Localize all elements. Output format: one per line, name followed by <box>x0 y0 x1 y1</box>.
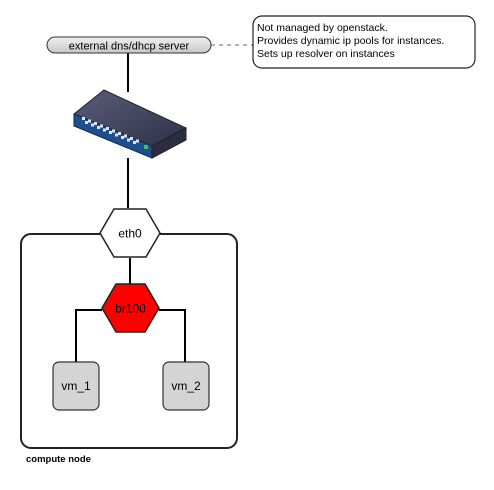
external-dns-dhcp-server-node: external dns/dhcp server <box>46 36 212 54</box>
vm-1-label: vm_1 <box>61 379 91 393</box>
bridge-to-vm1-link <box>75 309 102 362</box>
eth0-label: eth0 <box>118 227 142 241</box>
note-line-3: Sets up resolver on instances <box>257 48 395 60</box>
br100-label: br100 <box>115 302 146 316</box>
server-label: external dns/dhcp server <box>69 41 190 53</box>
br100-bridge-node: br100 <box>101 283 160 333</box>
vm-1-node: vm_1 <box>52 361 100 411</box>
note-callout: Not managed by openstack. Provides dynam… <box>252 15 476 69</box>
note-line-1: Not managed by openstack. <box>257 22 388 34</box>
bridge-to-vm2-link <box>159 309 186 362</box>
vm-2-label: vm_2 <box>171 379 201 393</box>
note-line-2: Provides dynamic ip pools for instances. <box>257 35 444 47</box>
vm-2-node: vm_2 <box>162 361 210 411</box>
compute-node-label: compute node <box>26 454 91 465</box>
network-switch-icon <box>73 89 188 159</box>
eth0-interface-node: eth0 <box>99 208 161 258</box>
